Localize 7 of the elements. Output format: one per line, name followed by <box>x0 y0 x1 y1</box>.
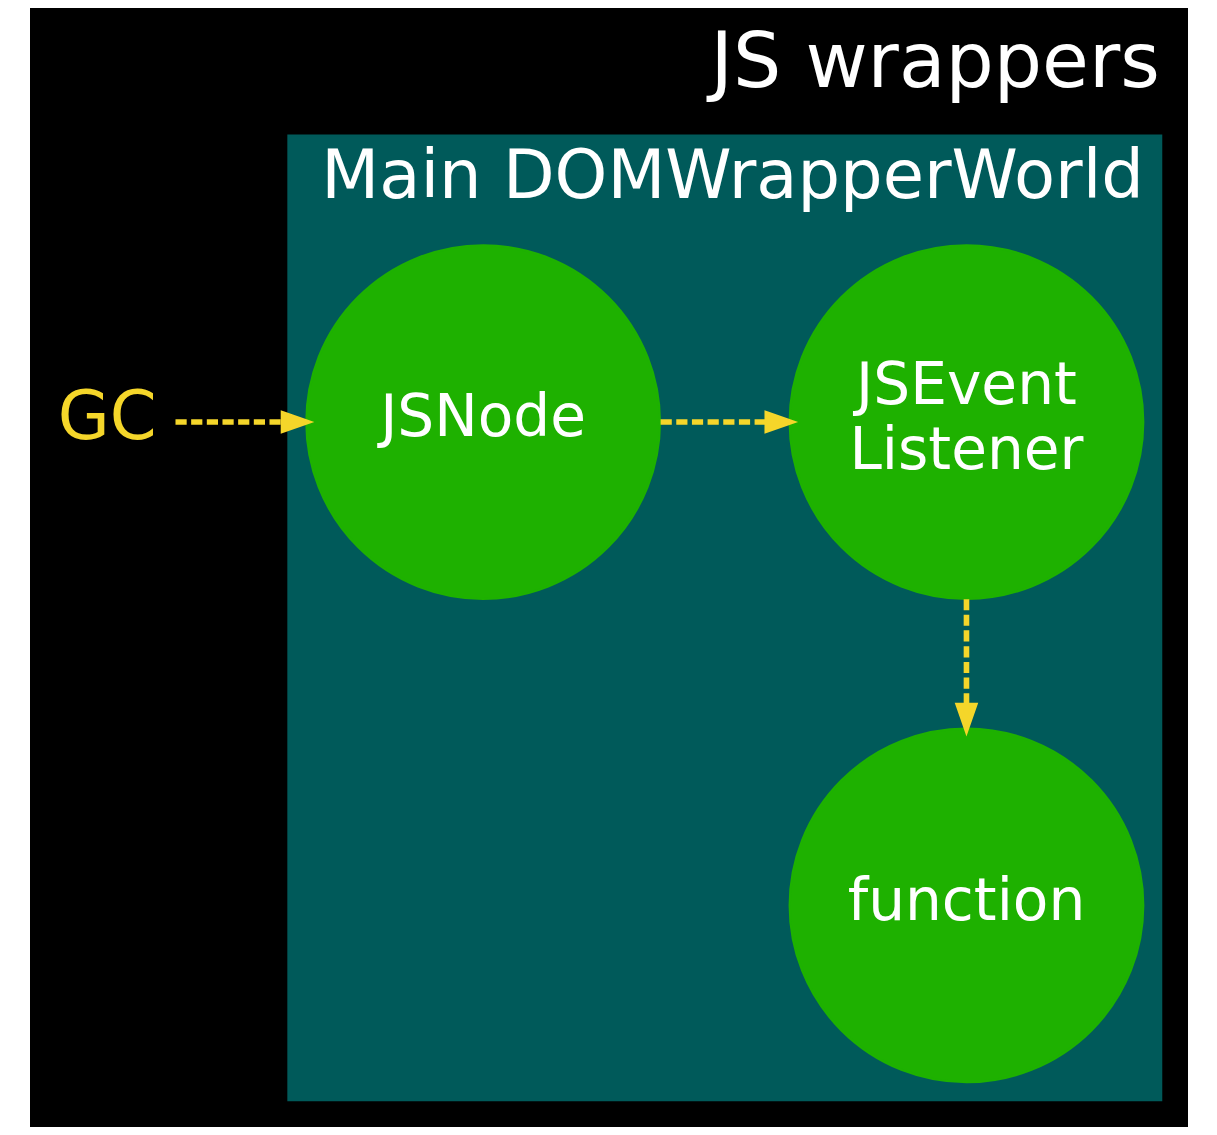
arrow <box>660 410 798 434</box>
arrow <box>175 410 314 434</box>
node-circle: function <box>788 727 1144 1084</box>
arrow <box>954 599 978 737</box>
node-text: GC <box>57 376 157 455</box>
node-circle: JSNode <box>304 244 661 600</box>
node-circle: JSEvent Listener <box>788 244 1144 600</box>
